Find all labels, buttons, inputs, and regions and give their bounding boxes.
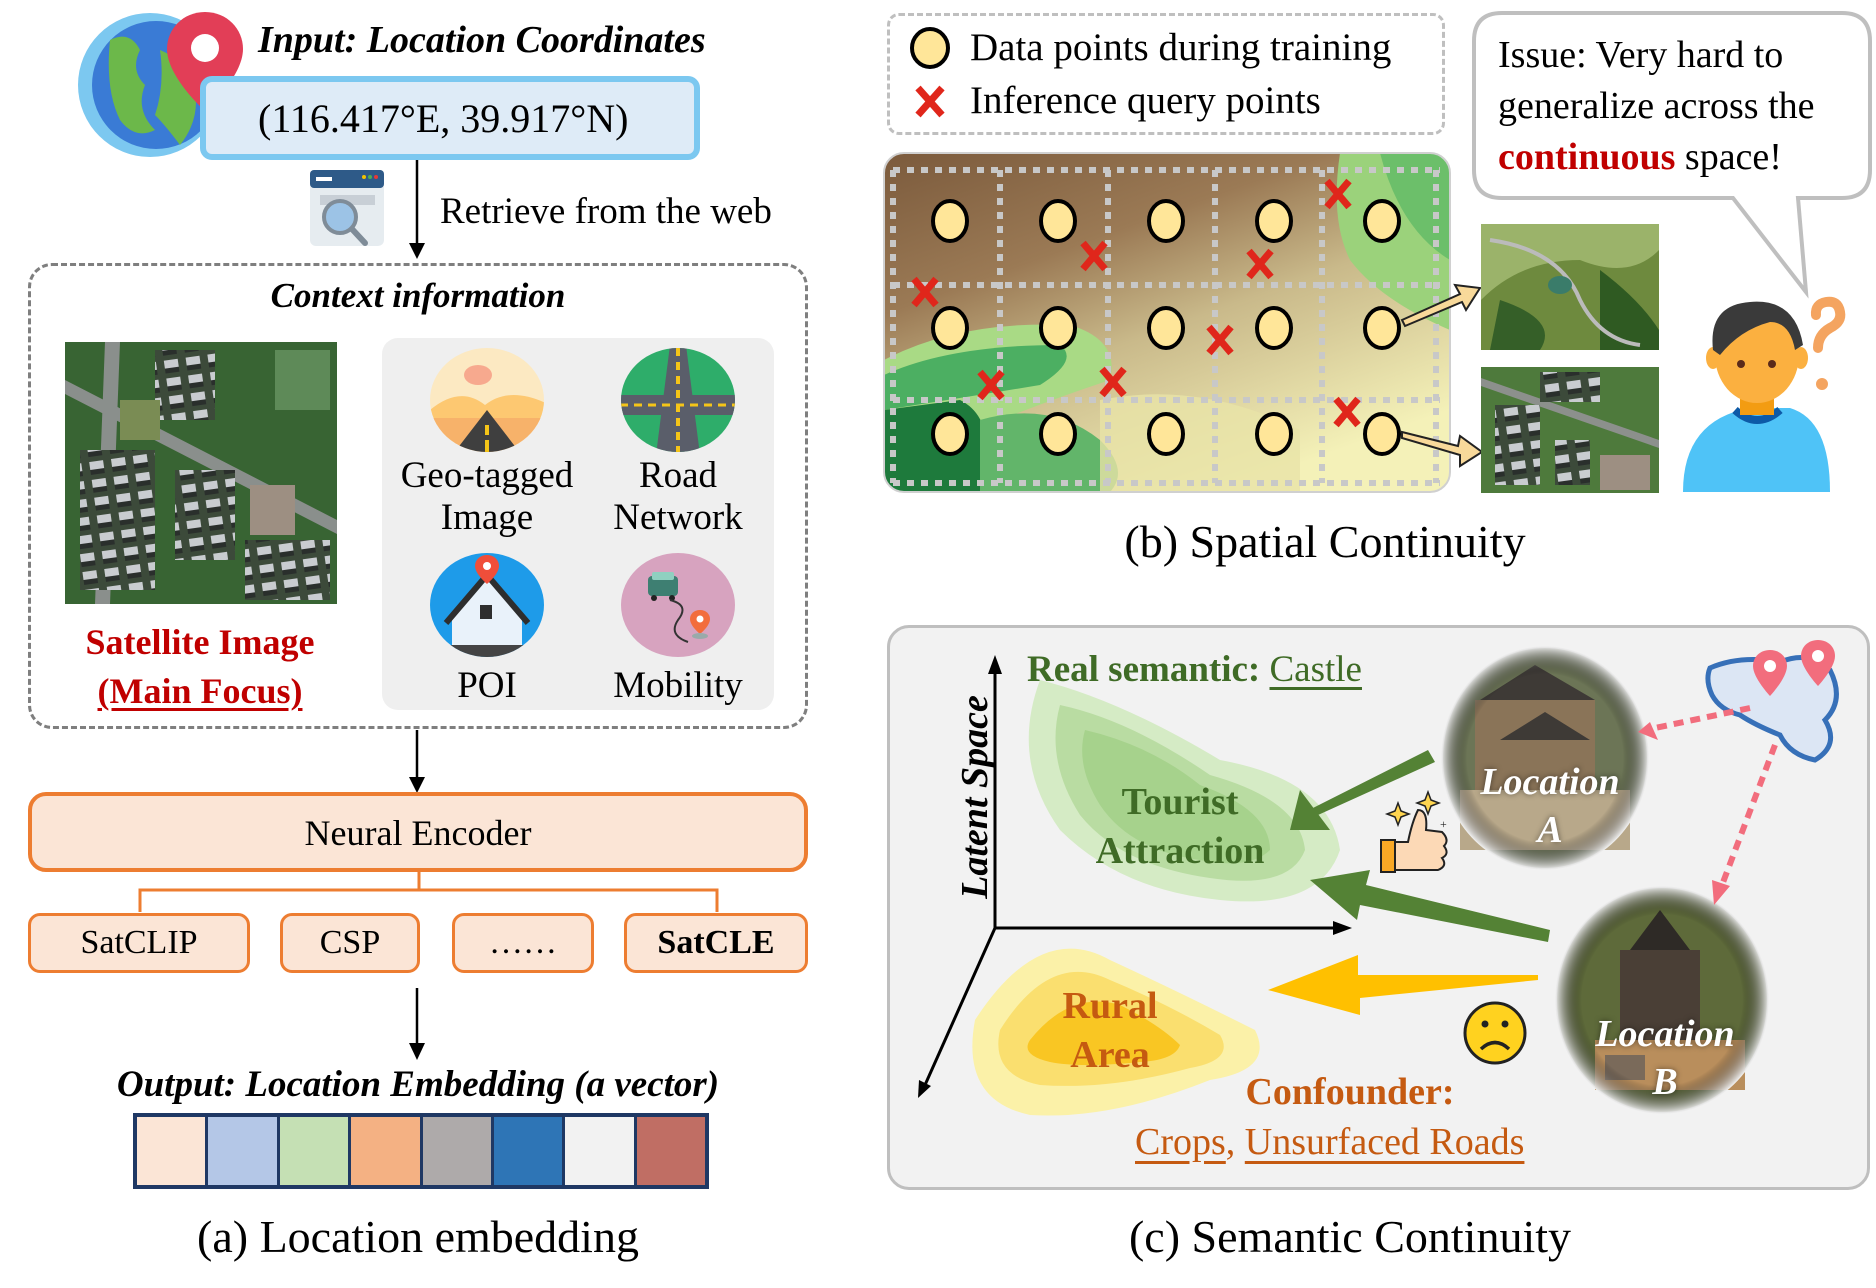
context-source-label: Mobility (613, 665, 743, 706)
embedding-cell (493, 1117, 566, 1185)
caption-a: (a) Location embedding (197, 1211, 639, 1262)
confounder-items: Crops, Unsurfaced Roads (1135, 1120, 1635, 1164)
legend-label-inference: Inference query points (970, 79, 1321, 122)
tourist-attraction-label: Tourist Attraction (1070, 778, 1290, 876)
embedding-cell (137, 1117, 209, 1185)
embedding-cell (279, 1117, 352, 1185)
query-point (1333, 396, 1361, 428)
map-grid (890, 167, 1440, 486)
training-point (1039, 199, 1077, 243)
training-point (931, 199, 969, 243)
real-semantic-value: Castle (1269, 649, 1362, 690)
neural-encoder-box (28, 792, 808, 872)
coordinates-value: (116.417°E, 39.917°N) (258, 96, 629, 141)
confounder-item-roads: Unsurfaced Roads (1244, 1121, 1525, 1163)
confounder-title: Confounder: (1245, 1071, 1455, 1113)
input-title: Input: Location Coordinates (258, 19, 706, 61)
context-source-label: POI (457, 665, 517, 706)
encoder-satclip: SatCLIP (28, 913, 250, 973)
location-a-line1: Location (1480, 761, 1620, 803)
embedding-cell (565, 1117, 637, 1185)
coordinates-box (200, 76, 700, 160)
query-point (1324, 178, 1352, 210)
training-point (1147, 412, 1185, 456)
query-point (1246, 248, 1274, 280)
embedding-cell (351, 1117, 423, 1185)
training-point (1039, 306, 1077, 350)
confounder-item-crops: Crops (1135, 1121, 1226, 1163)
neural-encoder-label: Neural Encoder (304, 813, 532, 853)
satellite-label-line1: Satellite Image (85, 622, 315, 662)
embedding-cell (422, 1117, 494, 1185)
context-title: Context information (270, 276, 566, 315)
context-source-label: Network (613, 497, 743, 538)
arrow-to-aerial-1 (1400, 283, 1482, 328)
context-source-road-network: Road Network (578, 455, 778, 539)
satellite-label-line2: (Main Focus) (97, 671, 303, 711)
issue-suffix: space! (1675, 136, 1782, 178)
retrieve-label: Retrieve from the web (440, 191, 772, 232)
output-title: Output: Location Embedding (a vector) (116, 1064, 720, 1105)
encoder-csp: CSP (280, 913, 420, 973)
context-source-label: Geo-tagged (400, 455, 574, 496)
query-point (977, 369, 1005, 401)
encoder-satcle: SatCLE (624, 913, 808, 973)
real-semantic-label: Real semantic: Castle (1027, 648, 1362, 691)
confounder-separator: , (1225, 1121, 1245, 1163)
encoder-ellipsis: …… (452, 913, 594, 973)
training-point (931, 412, 969, 456)
issue-prefix: Issue: Very hard to generalize across th… (1498, 34, 1815, 127)
issue-highlight: continuous (1498, 136, 1676, 178)
location-b-line2: B (1652, 1061, 1678, 1103)
training-point (1255, 412, 1293, 456)
legend (887, 13, 1445, 135)
training-point (1363, 306, 1401, 350)
rural-label-line2: Area (1070, 1034, 1150, 1076)
query-point (1099, 366, 1127, 398)
context-source-label: Image (440, 497, 534, 538)
query-point (911, 276, 939, 308)
location-b-label: Location B (1565, 1010, 1765, 1106)
context-information-box (28, 263, 808, 729)
training-point (1255, 306, 1293, 350)
satellite-image-label: Satellite Image (Main Focus) (40, 618, 360, 716)
legend-label-training: Data points during training (970, 26, 1392, 69)
training-points (931, 199, 1401, 456)
context-source-mobility: Mobility (578, 665, 778, 707)
arrow-to-aerial-2 (1401, 430, 1484, 468)
query-point (1080, 240, 1108, 272)
rural-area-label: Rural Area (1010, 982, 1210, 1080)
training-point (1039, 412, 1077, 456)
training-point (931, 306, 969, 350)
context-source-label: Road (638, 455, 718, 496)
training-point (1363, 412, 1401, 456)
issue-text: Issue: Very hard to generalize across th… (1498, 30, 1868, 183)
latent-space-axis-label: Latent Space (954, 695, 996, 899)
location-b-line1: Location (1595, 1013, 1735, 1055)
context-source-geo-tagged: Geo-tagged Image (387, 455, 587, 539)
real-semantic-prefix: Real semantic: (1027, 649, 1270, 690)
training-point (1255, 199, 1293, 243)
caption-b: (b) Spatial Continuity (1124, 516, 1526, 567)
tourist-label-line1: Tourist (1121, 781, 1239, 823)
location-a-line2: A (1537, 809, 1563, 851)
context-source-poi: POI (387, 665, 587, 707)
training-point (1147, 306, 1185, 350)
embedding-cell (208, 1117, 280, 1185)
location-a-label: Location A (1450, 758, 1650, 854)
tourist-label-line2: Attraction (1095, 830, 1265, 872)
caption-c: (c) Semantic Continuity (1128, 1211, 1572, 1262)
training-point (1147, 199, 1185, 243)
rural-label-line1: Rural (1062, 985, 1158, 1027)
query-points (911, 178, 1361, 428)
query-point (1206, 324, 1234, 356)
embedding-vector (133, 1113, 709, 1189)
training-point (1363, 199, 1401, 243)
embedding-cell (636, 1117, 705, 1185)
